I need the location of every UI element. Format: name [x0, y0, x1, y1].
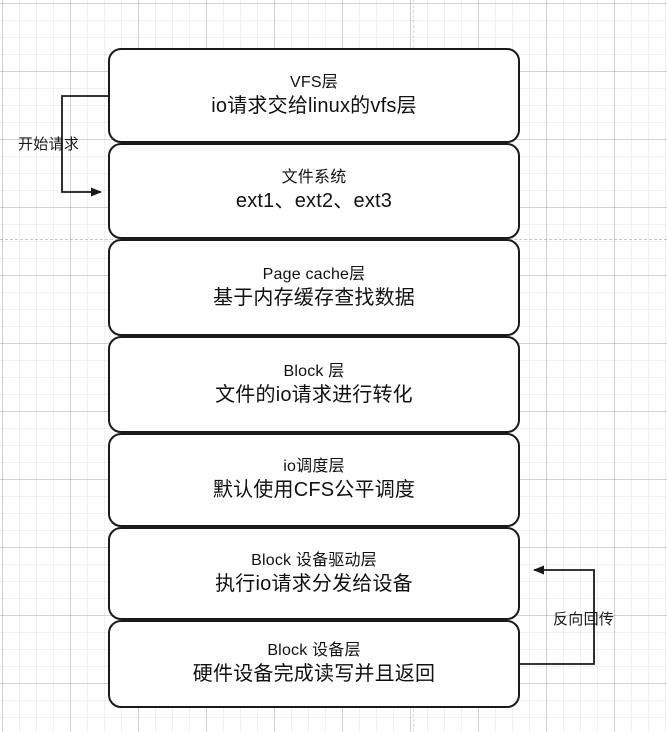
layer-description: io请求交给linux的vfs层 — [211, 94, 417, 117]
layer-box-filesystem[interactable]: 文件系统 ext1、ext2、ext3 — [108, 143, 520, 239]
reverse-return-connector — [520, 565, 595, 665]
layer-title: Block 设备驱动层 — [251, 551, 377, 569]
layer-title: Block 层 — [283, 362, 345, 380]
edge-label-start-request: 开始请求 — [18, 136, 80, 153]
layer-title: VFS层 — [290, 73, 338, 91]
layer-box-block-device-driver[interactable]: Block 设备驱动层 执行io请求分发给设备 — [108, 527, 520, 620]
layer-title: Block 设备层 — [267, 642, 361, 660]
start-request-connector — [61, 95, 108, 197]
layer-box-block[interactable]: Block 层 文件的io请求进行转化 — [108, 336, 520, 433]
layer-description: 默认使用CFS公平调度 — [212, 479, 416, 502]
layer-title: io调度层 — [283, 458, 345, 476]
edge-label-reverse-return: 反向回传 — [553, 611, 615, 628]
layer-title: 文件系统 — [281, 169, 347, 187]
layer-description: 执行io请求分发给设备 — [215, 572, 413, 595]
layer-box-io-scheduler[interactable]: io调度层 默认使用CFS公平调度 — [108, 433, 520, 527]
layer-description: ext1、ext2、ext3 — [235, 190, 393, 213]
layer-description: 基于内存缓存查找数据 — [213, 286, 415, 309]
layer-description: 硬件设备完成读写并且返回 — [192, 663, 436, 686]
layer-box-vfs[interactable]: VFS层 io请求交给linux的vfs层 — [108, 48, 520, 143]
layer-description: 文件的io请求进行转化 — [215, 383, 413, 406]
layer-box-page-cache[interactable]: Page cache层 基于内存缓存查找数据 — [108, 239, 520, 336]
layer-title: Page cache层 — [262, 265, 366, 283]
layer-box-block-device[interactable]: Block 设备层 硬件设备完成读写并且返回 — [108, 620, 520, 708]
